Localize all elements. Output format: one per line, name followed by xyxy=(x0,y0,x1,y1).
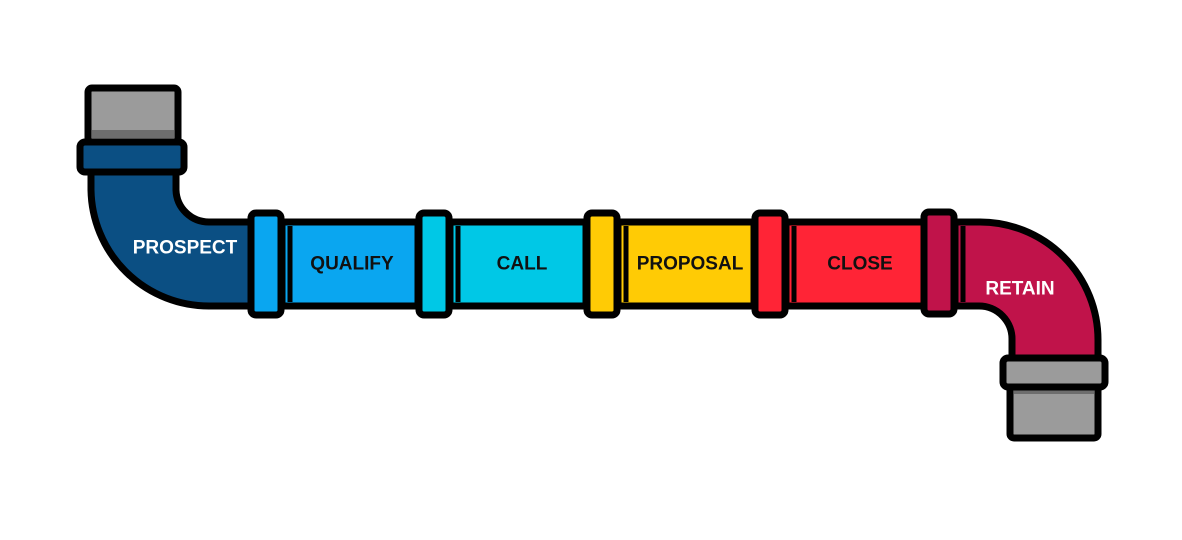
stage-label-proposal: PROPOSAL xyxy=(637,254,744,275)
stage-qualify: QUALIFY xyxy=(278,218,422,310)
stage-prospect: PROSPECT xyxy=(87,164,259,310)
stage-label-retain: RETAIN xyxy=(985,279,1054,300)
stage-label-call: CALL xyxy=(497,254,548,275)
top-pipe-collar xyxy=(76,138,188,176)
top-pipe-cap xyxy=(84,84,182,148)
connector-close-retain xyxy=(920,208,958,318)
bottom-pipe-collar xyxy=(999,354,1109,391)
stage-label-close: CLOSE xyxy=(827,254,892,275)
stage-close: CLOSE xyxy=(782,218,928,310)
stage-proposal: PROPOSAL xyxy=(614,218,758,310)
stage-call: CALL xyxy=(446,218,590,310)
stage-label-qualify: QUALIFY xyxy=(310,254,394,275)
connector-qualify-call xyxy=(415,209,453,319)
connector-prospect-qualify xyxy=(247,209,285,319)
stage-retain: RETAIN xyxy=(951,218,1102,366)
bottom-pipe-cap xyxy=(1006,380,1102,442)
connector-call-proposal xyxy=(583,209,621,319)
connector-proposal-close xyxy=(751,209,789,319)
stage-label-prospect: PROSPECT xyxy=(133,238,238,259)
